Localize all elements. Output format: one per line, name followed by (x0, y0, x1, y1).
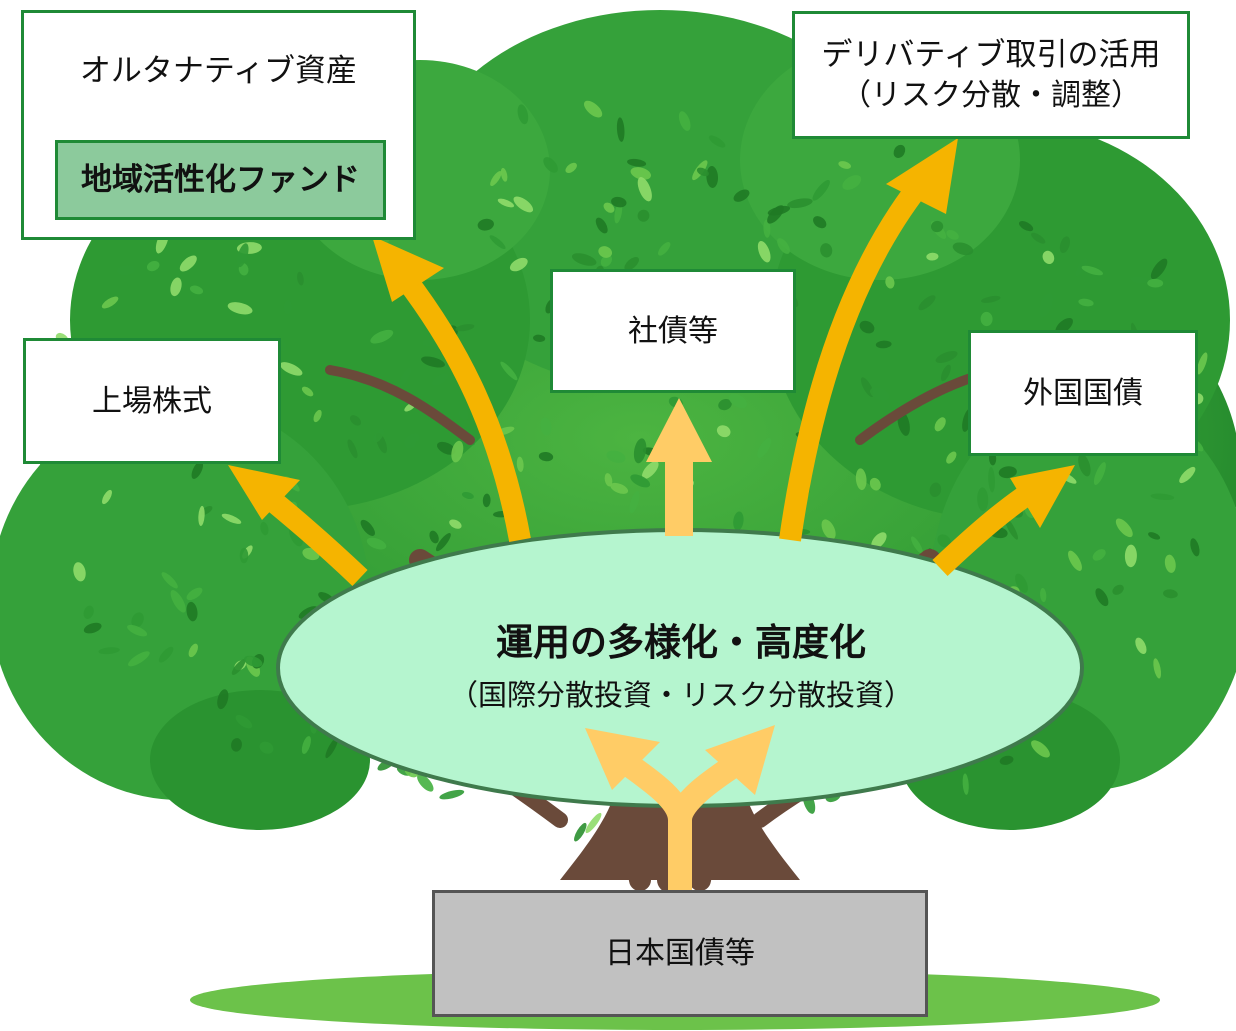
arrowhead-derivatives (886, 138, 958, 214)
node-alternative-assets: オルタナティブ資産 地域活性化ファンド (21, 10, 416, 240)
node-derivatives: デリバティブ取引の活用 （リスク分散・調整） (792, 11, 1190, 139)
arrowhead-foreign-bonds (1010, 465, 1075, 528)
node-corporate-bonds: 社債等 (550, 269, 796, 393)
node-alternative-label: オルタナティブ資産 (79, 53, 358, 89)
node-regional-fund: 地域活性化ファンド (55, 140, 386, 220)
arrowhead-corporate-bonds (646, 398, 712, 462)
node-foreign-bonds: 外国国債 (968, 330, 1198, 456)
arrow-derivatives (779, 171, 934, 542)
center-subtitle: （国際分散投資・リスク分散投資） (448, 678, 913, 712)
arrowhead-alternative (372, 236, 444, 302)
growth-arrows (228, 138, 1075, 890)
node-listed-equity: 上場株式 (23, 338, 281, 464)
node-japanese-bonds: 日本国債等 (432, 890, 928, 1017)
arrow-alternative (396, 271, 531, 542)
node-derivatives-label: デリバティブ取引の活用 (821, 37, 1161, 74)
center-title: 運用の多様化・高度化 (496, 621, 866, 664)
arrowhead-listed-equity (228, 465, 300, 520)
center-label: 運用の多様化・高度化 （国際分散投資・リスク分散投資） (280, 612, 1082, 714)
arrow-corporate-bonds (665, 452, 693, 536)
arrowhead-base-right (705, 725, 775, 795)
node-derivatives-sub: （リスク分散・調整） (841, 77, 1141, 113)
arrowhead-base-left (585, 728, 660, 790)
